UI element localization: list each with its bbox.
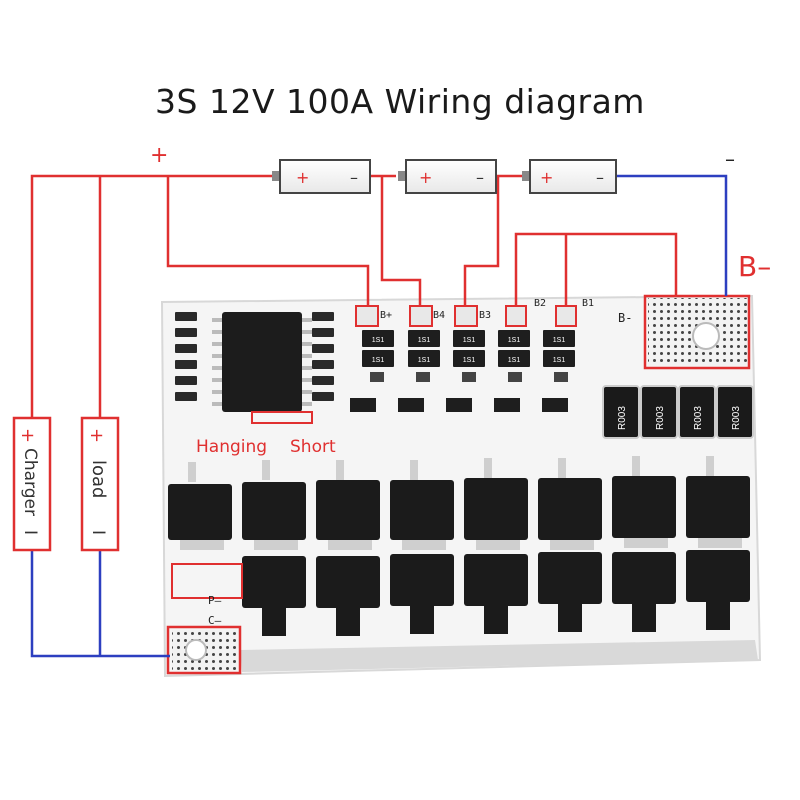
b-minus-solder-pad xyxy=(643,294,751,370)
smd-label: 1S1 xyxy=(553,337,566,344)
mosfet-row-top xyxy=(168,456,750,550)
p-minus-label: P– xyxy=(208,594,222,607)
load-plus-sign: + xyxy=(86,428,107,443)
smd-label: 1S1 xyxy=(372,337,385,344)
smd-label: 1S1 xyxy=(553,357,566,364)
smd-label: 1S1 xyxy=(463,357,476,364)
pack-minus-label: – xyxy=(725,147,735,171)
pack-plus-label: + xyxy=(150,143,168,168)
smd-label: 1S1 xyxy=(418,337,431,344)
b-minus-pad-label: B- xyxy=(618,311,632,325)
positive-wires xyxy=(30,174,678,420)
battery-cell-3: + – xyxy=(522,159,617,194)
load-minus-sign: I xyxy=(88,530,108,535)
resistor-label: R003 xyxy=(655,406,666,430)
resistor-label: R003 xyxy=(617,406,628,430)
smd-label: 1S1 xyxy=(508,337,521,344)
battery-cell-1: + – xyxy=(272,159,371,194)
negative-wires xyxy=(30,174,728,658)
hanging-label: Hanging xyxy=(196,437,267,457)
b1-pad-label: B1 xyxy=(582,298,594,309)
smd-label: 1S1 xyxy=(508,357,521,364)
mosfet-row-bottom xyxy=(242,550,750,636)
p-c-solder-pad xyxy=(166,625,242,675)
smd-label: 1S1 xyxy=(372,357,385,364)
b3-pad-label: B3 xyxy=(479,310,491,321)
page-title: 3S 12V 100A Wiring diagram xyxy=(155,82,645,121)
short-label: Short xyxy=(290,437,336,457)
b-minus-label: B– xyxy=(738,250,771,283)
battery-plus-sign: + xyxy=(540,168,553,187)
charger-port-box: + Charger I xyxy=(12,416,52,552)
resistor-label: R003 xyxy=(693,406,704,430)
battery-cell-2: + – xyxy=(398,159,497,194)
charger-minus-sign: I xyxy=(20,530,40,535)
c-minus-label: C– xyxy=(208,614,222,627)
battery-minus-sign: – xyxy=(350,168,358,187)
resistor-label: R003 xyxy=(731,406,742,430)
battery-plus-sign: + xyxy=(296,168,309,187)
battery-plus-sign: + xyxy=(419,168,432,187)
smd-label: 1S1 xyxy=(418,357,431,364)
balance-resistor-array: 1S1 1S1 1S1 1S1 1S1 1S1 1S1 1S1 1S1 1S1 xyxy=(350,330,575,412)
smd-components-left xyxy=(175,312,334,401)
smd-label: 1S1 xyxy=(463,337,476,344)
b-plus-pad-label: B+ xyxy=(380,310,392,321)
charger-label: Charger xyxy=(20,448,40,516)
battery-minus-sign: – xyxy=(596,168,604,187)
charger-plus-sign: + xyxy=(17,428,38,443)
battery-minus-sign: – xyxy=(476,168,484,187)
load-port-box: + load I xyxy=(80,416,120,552)
b4-pad-label: B4 xyxy=(433,310,445,321)
current-sense-resistors: R003 R003 R003 R003 xyxy=(602,385,754,439)
bms-ic-chip xyxy=(212,312,312,412)
load-label: load xyxy=(88,460,109,498)
hanging-short-box xyxy=(171,411,313,599)
b2-pad-label: B2 xyxy=(534,298,546,309)
